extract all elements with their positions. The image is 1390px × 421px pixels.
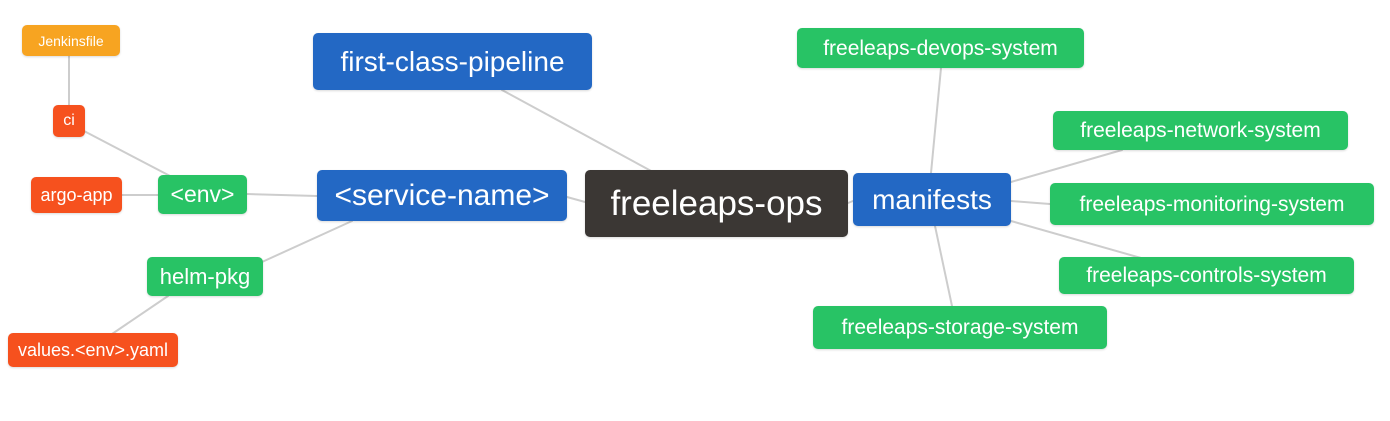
- edge-manifests-storage: [934, 225, 953, 307]
- node-controls-system[interactable]: freeleaps-controls-system: [1059, 257, 1354, 294]
- edge-manifests-monitoring: [1010, 200, 1051, 205]
- edge-manifests-network: [1010, 149, 1123, 183]
- node-freeleaps-ops-root[interactable]: freeleaps-ops: [585, 170, 848, 237]
- node-first-class-pipeline[interactable]: first-class-pipeline: [313, 33, 592, 90]
- node-storage-system[interactable]: freeleaps-storage-system: [813, 306, 1107, 349]
- node-devops-system[interactable]: freeleaps-devops-system: [797, 28, 1084, 68]
- node-manifests[interactable]: manifests: [853, 173, 1011, 226]
- node-jenkinsfile[interactable]: Jenkinsfile: [22, 25, 120, 56]
- node-argo-app[interactable]: argo-app: [31, 177, 122, 213]
- node-values-env-yaml[interactable]: values.<env>.yaml: [8, 333, 178, 367]
- edge-manifests-controls: [1010, 220, 1142, 259]
- edge-root-manifests: [847, 200, 854, 204]
- edge-manifests-devops: [930, 67, 942, 174]
- node-env[interactable]: <env>: [158, 175, 247, 214]
- edge-servicename-root: [566, 196, 586, 203]
- node-monitoring-system[interactable]: freeleaps-monitoring-system: [1050, 183, 1374, 225]
- edge-ci-env: [83, 130, 173, 178]
- node-service-name[interactable]: <service-name>: [317, 170, 567, 221]
- edge-env-servicename: [246, 193, 318, 197]
- edge-firstclasspipeline-root: [501, 89, 654, 173]
- node-network-system[interactable]: freeleaps-network-system: [1053, 111, 1348, 150]
- edge-servicename-helmpkg: [261, 220, 353, 263]
- node-ci[interactable]: ci: [53, 105, 85, 137]
- node-helm-pkg[interactable]: helm-pkg: [147, 257, 263, 296]
- edge-helmpkg-valuesyaml: [111, 295, 169, 335]
